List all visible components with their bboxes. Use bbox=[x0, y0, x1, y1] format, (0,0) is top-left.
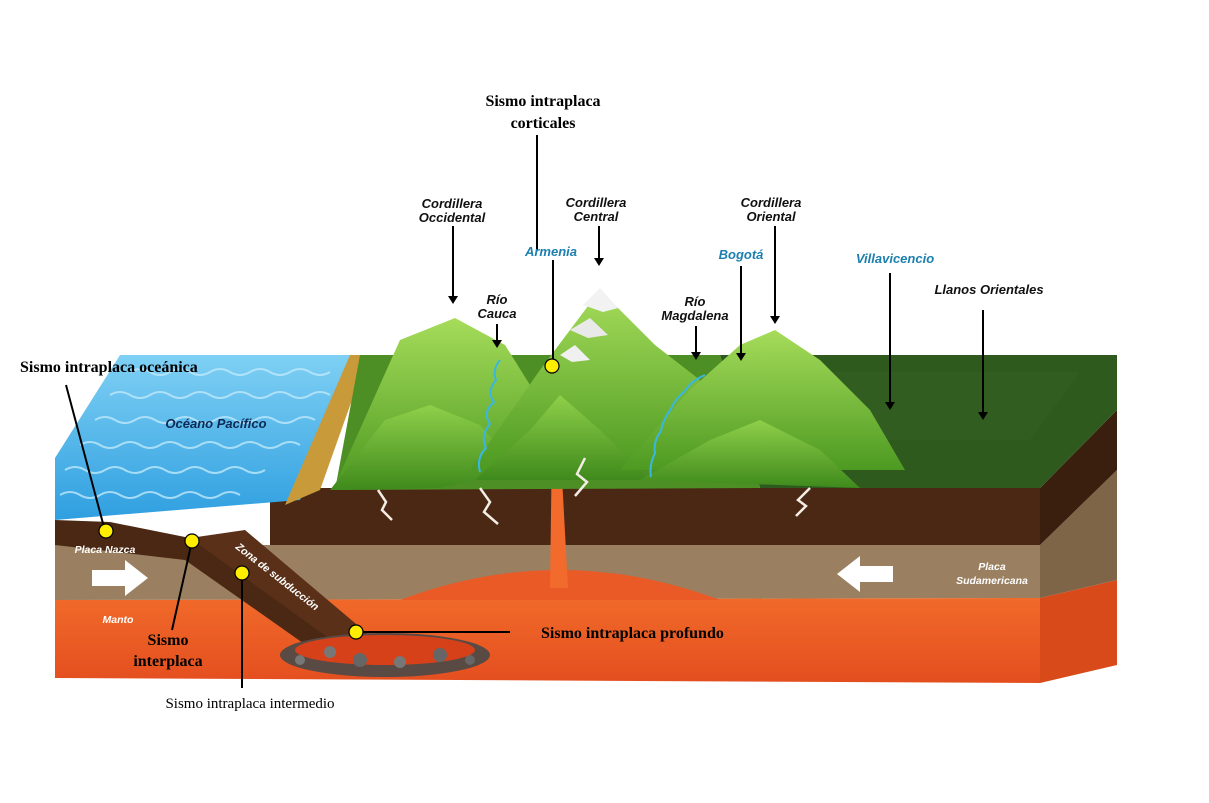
label-manto: Manto bbox=[103, 614, 134, 626]
rio-cauca-line bbox=[477, 359, 501, 473]
label-cordillera-occidental-1: Cordillera bbox=[422, 196, 483, 211]
leader-lines bbox=[65, 135, 988, 688]
label-armenia: Armenia bbox=[524, 244, 577, 259]
cordillera-central-mtn bbox=[470, 290, 700, 470]
marker-corticales bbox=[544, 358, 560, 374]
label-oceano-pacifico: Océano Pacífico bbox=[165, 416, 266, 431]
snow-peak-1 bbox=[583, 288, 618, 312]
fault-cracks bbox=[376, 457, 811, 525]
cordillera-central-front bbox=[475, 395, 650, 480]
marker-intermedio bbox=[234, 565, 250, 581]
label-cordillera-oriental-1: Cordillera bbox=[741, 195, 802, 210]
snow-peak-3 bbox=[560, 345, 590, 362]
marker-oceanica bbox=[98, 523, 114, 539]
label-bogota: Bogotá bbox=[719, 247, 764, 262]
cordillera-oriental-mtn bbox=[620, 330, 905, 470]
label-rio-cauca-1: Río bbox=[487, 292, 508, 307]
right-side-mantle bbox=[1040, 580, 1117, 683]
label-sismo-corticales-1: Sismo intraplaca bbox=[485, 93, 600, 110]
label-rio-cauca-2: Cauca bbox=[477, 306, 516, 321]
marker-profundo bbox=[348, 624, 364, 640]
label-placa-nazca: Placa Nazca bbox=[75, 544, 136, 556]
crust-dark-front bbox=[270, 488, 1040, 545]
nazca-plate bbox=[55, 520, 345, 655]
cordillera-oriental-front bbox=[640, 420, 860, 488]
label-sismo-oceanica: Sismo intraplaca oceánica bbox=[20, 359, 198, 376]
marker-interplaca bbox=[184, 533, 200, 549]
right-side-mid bbox=[1040, 470, 1117, 598]
label-placa-sudamericana-2: Sudamericana bbox=[956, 575, 1028, 587]
label-sismo-corticales-2: corticales bbox=[511, 115, 576, 132]
nazca-arrow bbox=[92, 560, 148, 596]
label-rio-magdalena-1: Río bbox=[685, 294, 706, 309]
magma-pool bbox=[280, 633, 490, 677]
label-placa-sudamericana-1: Placa bbox=[978, 561, 1006, 573]
label-sismo-intermedio: Sismo intraplaca intermedio bbox=[165, 696, 334, 712]
ocean-waves bbox=[59, 368, 331, 499]
label-cordillera-central-1: Cordillera bbox=[566, 195, 627, 210]
label-llanos-orientales: Llanos Orientales bbox=[934, 282, 1043, 297]
label-villavicencio: Villavicencio bbox=[856, 251, 934, 266]
label-cordillera-occidental-2: Occidental bbox=[419, 210, 486, 225]
label-rio-magdalena-2: Magdalena bbox=[661, 308, 728, 323]
subduction-slab bbox=[190, 530, 375, 650]
coast-sand bbox=[285, 355, 368, 505]
label-sismo-interplaca-2: interplaca bbox=[133, 653, 202, 670]
right-side-dark bbox=[1040, 410, 1117, 545]
label-cordillera-oriental-2: Oriental bbox=[746, 209, 796, 224]
label-sismo-profundo: Sismo intraplaca profundo bbox=[541, 625, 724, 642]
rio-magdalena-line bbox=[649, 374, 706, 478]
sudamericana-arrow bbox=[837, 556, 893, 592]
label-sismo-interplaca-1: Sismo bbox=[148, 632, 189, 649]
label-cordillera-central-2: Central bbox=[574, 209, 619, 224]
earthquake-markers bbox=[98, 358, 560, 640]
snow-peak-2 bbox=[570, 318, 608, 338]
